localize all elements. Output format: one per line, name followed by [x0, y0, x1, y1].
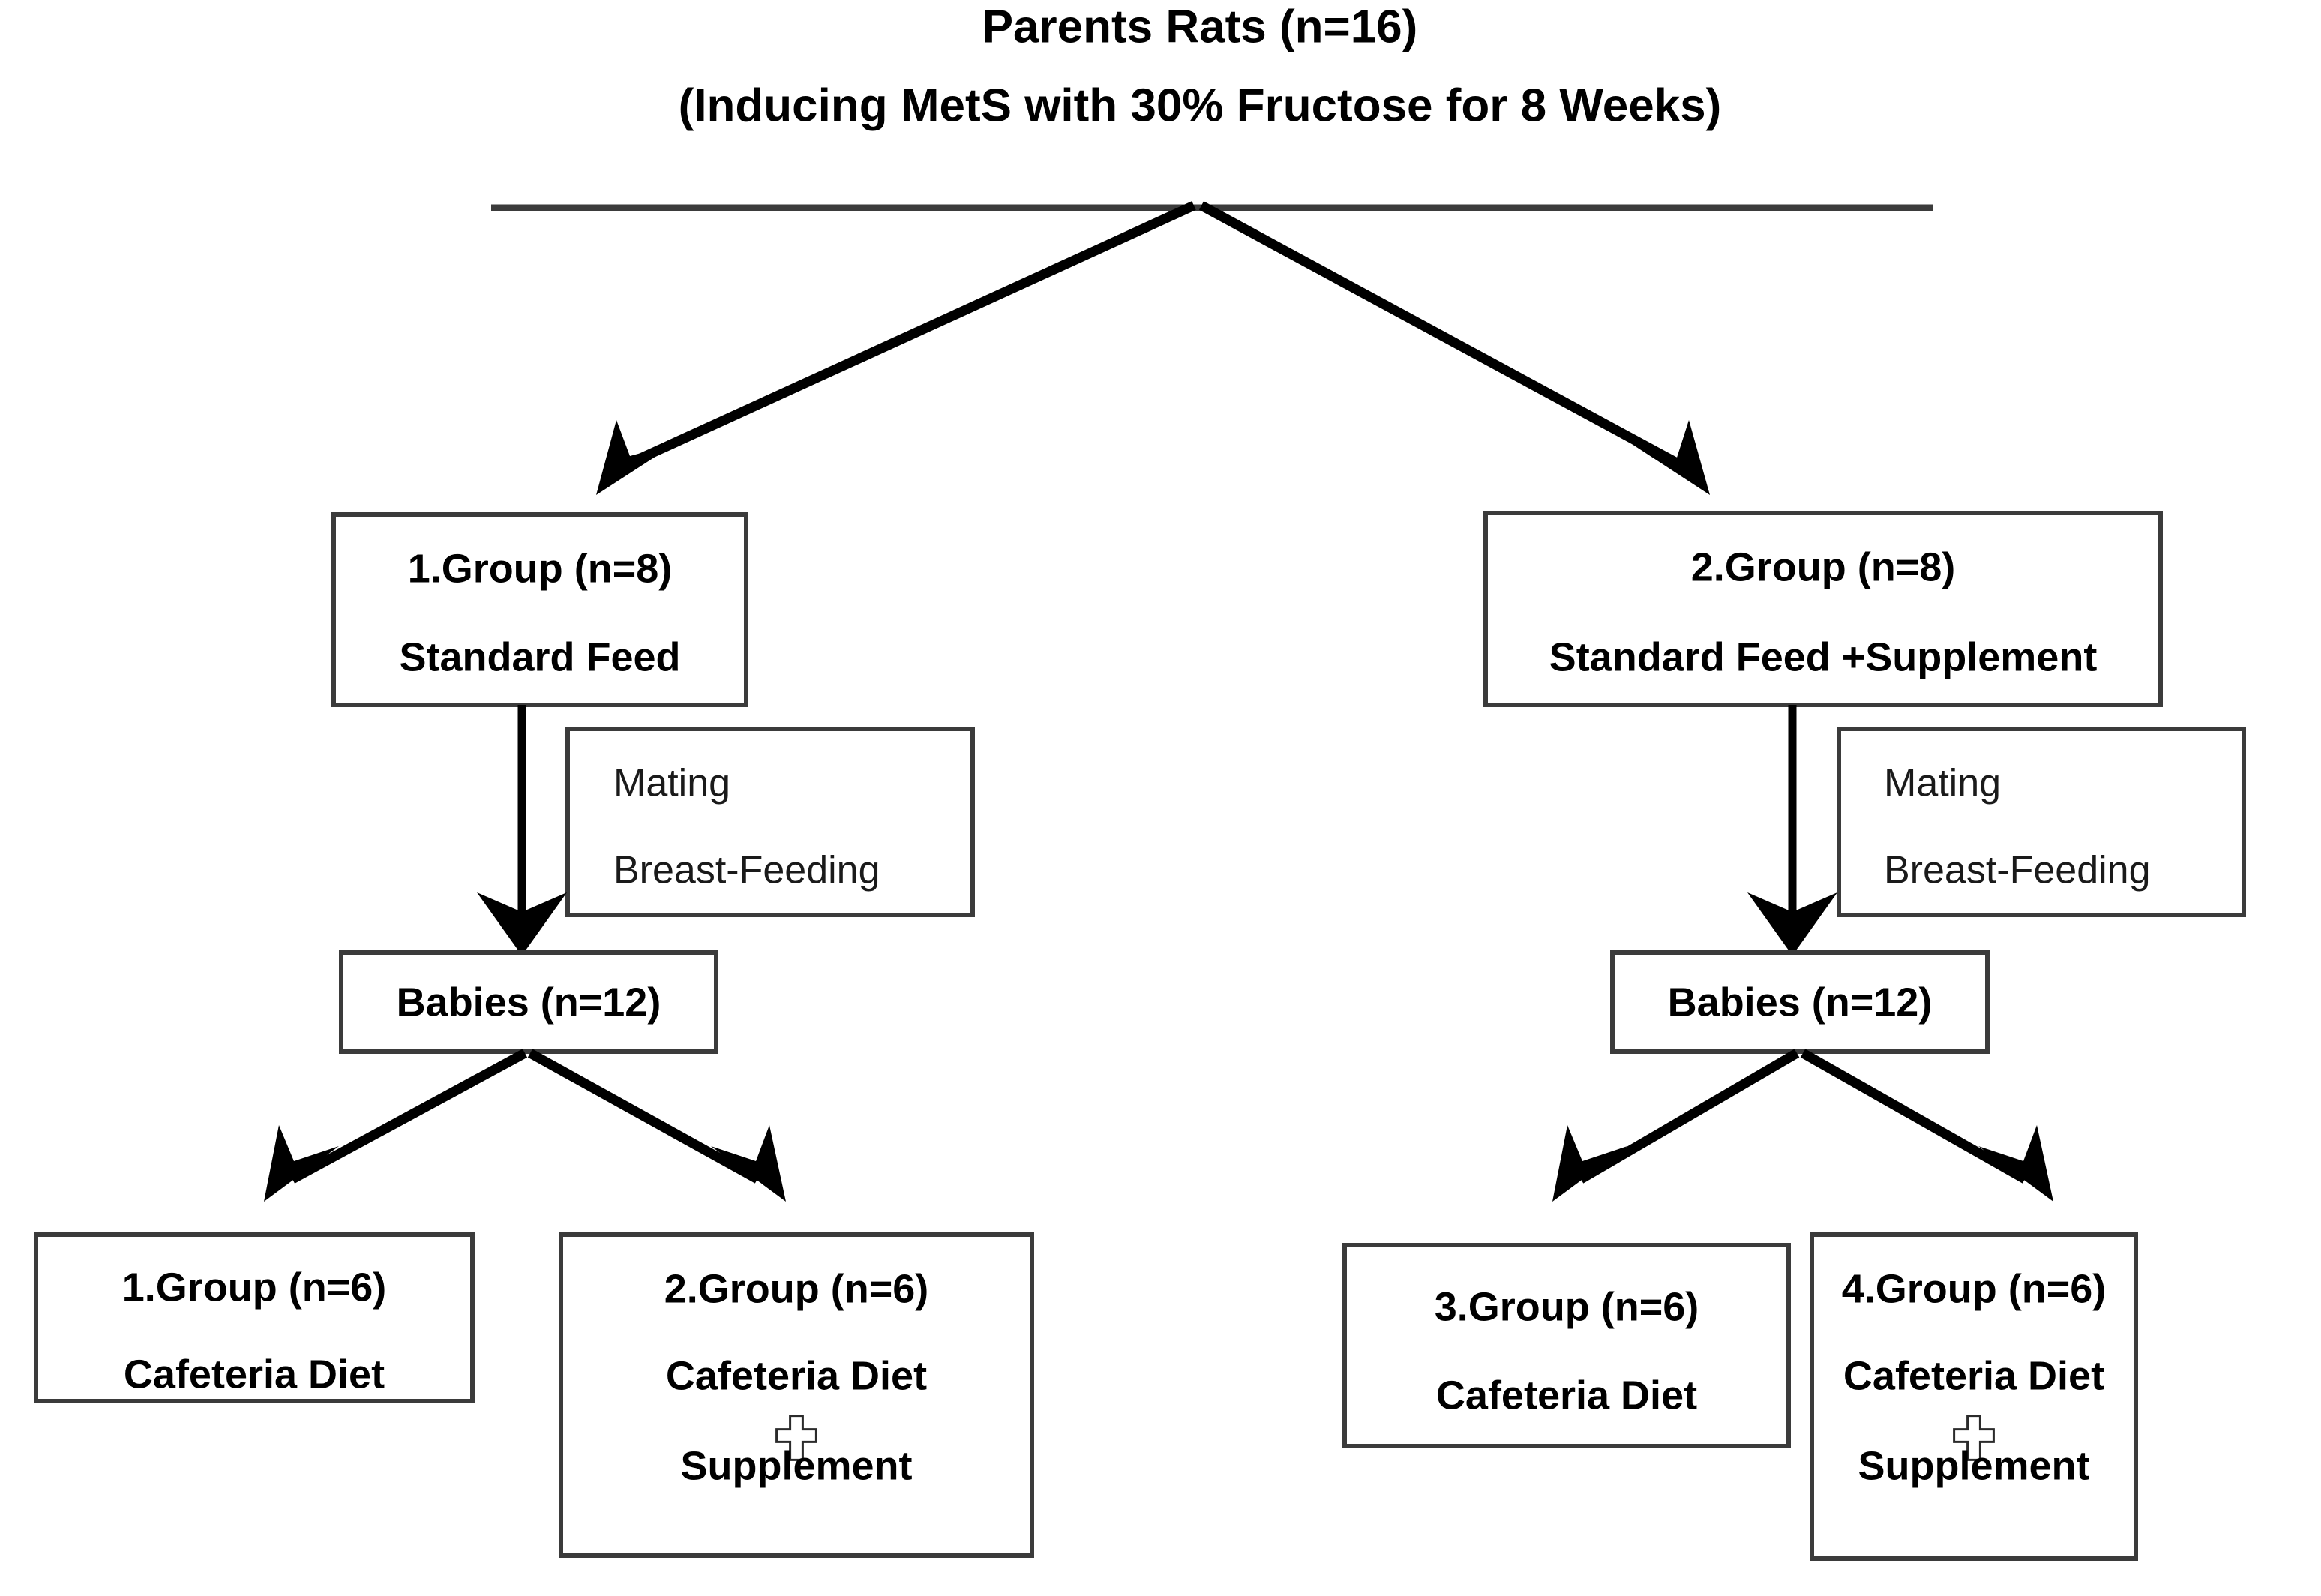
offspring-group-1-line-2: Cafeteria Diet [124, 1352, 385, 1396]
connector-babies-right-to-group4 [1800, 1048, 2028, 1184]
process-note-left-line-2: Breast-Feeding [613, 849, 880, 892]
arrowhead-babies-right-to-group4 [1978, 1125, 2053, 1202]
arrowhead-babies-left-to-group1 [264, 1125, 339, 1202]
parent-group-2-line-1: 2.Group (n=8) [1691, 544, 1956, 590]
offspring-group-4-box [1810, 1232, 2138, 1561]
parent-group-2-box [1483, 511, 2163, 707]
connector-babies-left-to-group2 [527, 1048, 760, 1184]
offspring-group-2-line-1: 2.Group (n=6) [664, 1266, 929, 1311]
arrowhead-group1-to-babies-left [477, 892, 567, 956]
page-title-line-1: Parents Rats (n=16) [982, 1, 1418, 52]
babies-right-box [1610, 950, 1990, 1054]
offspring-group-1-line-1: 1.Group (n=6) [122, 1264, 387, 1310]
connector-babies-right-to-group3 [1578, 1048, 1800, 1184]
process-note-right-box [1837, 727, 2246, 917]
offspring-group-3-line-1: 3.Group (n=6) [1435, 1284, 1699, 1329]
babies-left-box [339, 950, 718, 1054]
parent-group-1-line-2: Standard Feed [399, 634, 680, 680]
parent-group-1-line-1: 1.Group (n=8) [408, 546, 673, 591]
babies-right-label: Babies (n=12) [1668, 980, 1933, 1024]
page-title-line-2: (Inducing MetS with 30% Fructose for 8 W… [679, 80, 1722, 131]
connector-root-to-group2 [1198, 201, 1687, 471]
offspring-group-3-box [1342, 1243, 1791, 1448]
offspring-group-2-line-3: Supplement [680, 1443, 912, 1488]
connector-root-to-group1 [620, 201, 1196, 471]
connector-babies-left-to-group1 [289, 1048, 528, 1184]
offspring-group-2-line-2: Cafeteria Diet [666, 1353, 927, 1398]
arrowhead-group2-to-babies-right [1747, 892, 1837, 956]
arrowhead-root-to-group1 [596, 420, 675, 495]
process-note-left-box [565, 727, 975, 917]
offspring-group-4-line-1: 4.Group (n=6) [1842, 1266, 2107, 1311]
offspring-group-4-line-2: Cafeteria Diet [1843, 1353, 2104, 1398]
babies-left-label: Babies (n=12) [397, 980, 661, 1024]
arrowhead-root-to-group2 [1632, 420, 1710, 495]
offspring-group-1-box [34, 1232, 475, 1403]
process-note-left-line-1: Mating [613, 762, 730, 806]
parent-group-1-box [331, 512, 748, 707]
parent-group-2-line-2: Standard Feed +Supplement [1549, 634, 2098, 680]
offspring-group-2-box [559, 1232, 1034, 1558]
offspring-group-4-line-3: Supplement [1858, 1443, 2089, 1488]
process-note-right-line-2: Breast-Feeding [1884, 849, 2151, 892]
process-note-right-line-1: Mating [1884, 762, 2001, 806]
arrowhead-babies-left-to-group2 [711, 1125, 786, 1202]
arrowhead-babies-right-to-group3 [1552, 1125, 1627, 1202]
offspring-group-3-line-2: Cafeteria Diet [1436, 1372, 1697, 1418]
